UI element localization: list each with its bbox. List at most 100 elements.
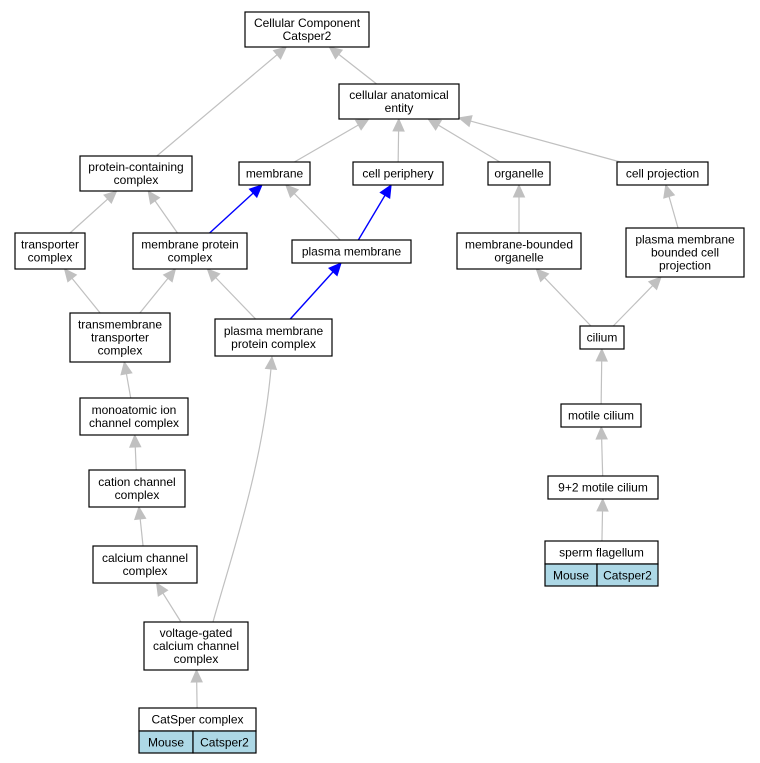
node-label-line: membrane protein <box>141 238 238 252</box>
edge-line <box>69 198 109 234</box>
arrowhead <box>596 497 609 512</box>
node-box <box>625 227 745 278</box>
edge-line <box>470 120 621 163</box>
node-cellperiph[interactable]: cell periphery <box>352 161 444 186</box>
edge-line <box>600 360 603 405</box>
edge-pcc-to-root <box>156 46 288 157</box>
edge-pm-to-membrane <box>285 184 341 241</box>
node-label-line: sperm flagellum <box>559 546 644 560</box>
node-cellproj[interactable]: cell projection <box>616 161 709 186</box>
arrowhead <box>206 268 221 283</box>
edge-motile-to-cilium <box>595 347 608 405</box>
node-label-line: cation channel <box>98 475 175 489</box>
species-label: Mouse <box>553 569 589 583</box>
edge-line <box>357 194 386 241</box>
edge-line <box>612 285 654 327</box>
node-label-line: Catsper2 <box>283 29 332 43</box>
node-label-line: projection <box>659 259 711 273</box>
edge-line <box>289 271 334 320</box>
gene-label: Catsper2 <box>200 736 249 750</box>
node-label-line: complex <box>114 173 159 187</box>
arrowhead <box>147 190 161 205</box>
node-box <box>547 475 659 500</box>
arrowhead <box>595 425 608 440</box>
edge-organelle-to-cae <box>427 118 501 163</box>
node-label-line: cell periphery <box>362 167 433 181</box>
edge-ninetwo-to-motile <box>595 425 608 477</box>
node-box <box>456 232 582 270</box>
edge-membrane-to-cae <box>294 118 370 163</box>
node-label-line: CatSper complex <box>151 713 243 727</box>
node-label-line: transporter <box>91 331 149 345</box>
node-organelle[interactable]: organelle <box>487 161 551 186</box>
node-ninetwo[interactable]: 9+2 motile cilium <box>547 475 659 500</box>
arrowhead <box>103 190 118 205</box>
node-box <box>79 397 189 436</box>
node-label-line: monoatomic ion <box>92 403 177 417</box>
node-label-line: membrane <box>246 167 304 181</box>
node-label-line: voltage-gated <box>160 626 233 640</box>
edge-mbo-to-organelle <box>512 183 526 233</box>
edge-line <box>139 518 144 547</box>
node-label-line: plasma membrane <box>302 245 402 259</box>
arrowhead <box>272 46 288 60</box>
node-box <box>291 239 412 264</box>
arrowhead <box>595 347 608 362</box>
node-motile[interactable]: motile cilium <box>560 403 642 428</box>
node-box <box>560 403 642 428</box>
edge-cation-to-moic <box>129 433 142 471</box>
node-membrane[interactable]: membrane <box>238 161 311 186</box>
node-box <box>132 232 248 270</box>
edge-cellproj-to-cae <box>457 115 621 163</box>
node-label-line: 9+2 motile cilium <box>558 481 648 495</box>
node-label-line: protein complex <box>231 337 316 351</box>
node-box <box>238 161 311 186</box>
edge-line <box>294 124 359 163</box>
edge-pmbcp-to-cellproj <box>663 183 679 229</box>
arrowhead <box>134 505 147 521</box>
arrowhead <box>120 360 133 376</box>
node-label-line: complex <box>174 652 219 666</box>
arrowhead <box>328 262 342 277</box>
node-label-line: transporter <box>21 238 79 252</box>
edge-cilium-to-mbo <box>535 268 592 327</box>
edge-cellperiph-to-cae <box>392 117 405 163</box>
arrowhead <box>248 184 263 199</box>
node-box <box>579 325 625 350</box>
species-label: Mouse <box>148 736 184 750</box>
edge-pmpc-to-mpc <box>206 268 257 320</box>
edge-tmtc-to-mpc <box>139 268 177 314</box>
edge-catsper-to-vgcc <box>190 668 203 709</box>
edge-line <box>601 510 604 542</box>
edge-sperm-to-ninetwo <box>596 497 609 542</box>
edge-line <box>438 124 501 163</box>
node-label-line: bounded cell <box>651 246 719 260</box>
gene-cell <box>192 730 257 754</box>
arrowhead <box>427 118 443 131</box>
node-box <box>14 232 86 270</box>
arrowhead <box>663 183 676 199</box>
node-cilium[interactable]: cilium <box>579 325 625 350</box>
node-box <box>214 318 333 357</box>
node-pm[interactable]: plasma membrane <box>291 239 412 264</box>
arrowhead <box>392 117 405 132</box>
edge-line <box>215 277 257 320</box>
edges-layer <box>63 46 679 709</box>
node-label-line: cilium <box>587 331 618 345</box>
edge-vgcc-to-calcium <box>155 581 182 623</box>
